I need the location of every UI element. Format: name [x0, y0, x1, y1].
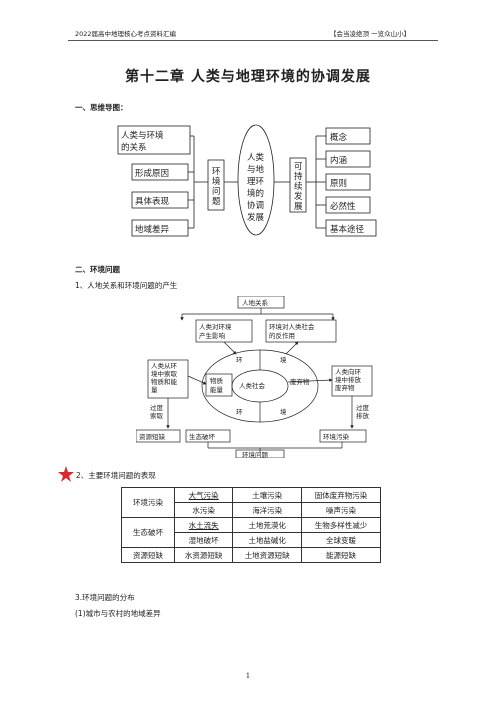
table-cell: 固体废弃物污染 [301, 487, 381, 503]
table-category-pollution: 环境污染 [121, 487, 175, 518]
table-cell: 土壤污染 [232, 487, 303, 503]
table-cell: 土地盐碱化 [232, 532, 303, 548]
rd-over-discharge-2: 排放 [356, 411, 370, 420]
header-left: 2022届高中地理核心考点资料汇编 [75, 30, 177, 38]
relation-diagram: 人地关系 人类对环境 产生影响 环境对人类社会 的反作用 人类从环 境中索取 物… [136, 296, 373, 458]
env-problem-table: 环境污染 大气污染 土壤污染 固体废弃物污染 水污染 海洋污染 噪声污染 生态破… [121, 487, 381, 563]
mm-sus-5: 展 [294, 202, 303, 212]
rd-take-4: 量 [151, 386, 158, 394]
mm-env-4: 题 [212, 197, 221, 207]
mm-center-6: 发展 [247, 212, 265, 223]
item3-text: 3.环境问题的分布 [75, 593, 135, 602]
rd-discharge-3: 废弃物 [335, 383, 355, 392]
table-cell: 噪声污染 [301, 502, 381, 518]
mm-sus-4: 发 [294, 191, 303, 202]
page-title: 第十二章 人类与地理环境的协调发展 [125, 69, 371, 85]
mm-sus-3: 续 [294, 181, 303, 192]
rd-effect-1: 人类对环境 [199, 322, 232, 331]
mm-right-4: 必然性 [330, 201, 356, 212]
table-cell: 海洋污染 [232, 502, 303, 518]
item2-text: 2、主要环境问题的表现 [76, 471, 156, 480]
table-cell: 土地资源短缺 [232, 547, 303, 563]
mm-env-2: 境 [212, 176, 221, 187]
table-cell: 大气污染 [173, 487, 234, 503]
rd-resource-short: 资源短缺 [139, 432, 166, 441]
rd-take-1: 人类从环 [151, 361, 178, 370]
rd-reaction-2: 的反作用 [269, 331, 295, 340]
mm-center-5: 协调 [247, 200, 264, 211]
section2-heading: 二、环境问题 [75, 265, 120, 274]
rd-over-take-2: 索取 [150, 411, 164, 420]
rd-eco-damage: 生态破坏 [189, 432, 216, 441]
mm-left-2: 形成原因 [135, 168, 169, 179]
rd-material-1: 物质 [210, 376, 224, 385]
mm-left-1b: 的关系 [121, 142, 147, 153]
rd-env-pollution: 环境污染 [323, 432, 350, 441]
rd-ring-bottom-2: 境 [280, 407, 287, 416]
rd-discharge-2: 境中排放 [335, 375, 362, 384]
rd-ring-top-2: 境 [280, 355, 287, 364]
rd-take-3: 物质和能 [151, 377, 178, 386]
header-rule [68, 40, 438, 41]
rd-ring-bottom-1: 环 [236, 408, 243, 416]
mm-left-1a: 人类与环境 [121, 130, 164, 141]
rd-discharge-1: 人类向环 [335, 367, 362, 376]
table-cell: 水资源短缺 [173, 547, 234, 563]
table-cell: 全球变暖 [301, 532, 381, 548]
mm-right-2: 内涵 [330, 155, 347, 166]
mm-left-3: 具体表现 [135, 196, 170, 207]
mm-env-3: 问 [212, 187, 221, 197]
item3-sub-text: (1)城市与农村的地域差异 [75, 609, 161, 618]
mm-right-1: 概念 [330, 132, 348, 143]
rd-waste: 废弃物 [290, 377, 310, 386]
mm-sus-2: 持 [294, 171, 303, 182]
mm-center-3: 理环 [247, 177, 265, 187]
table-cell: 湿地破坏 [173, 532, 234, 548]
rd-effect-2: 产生影响 [199, 331, 226, 340]
mm-center-2: 与地 [247, 164, 265, 175]
rd-over-discharge-1: 过度 [356, 403, 370, 412]
rd-top: 人地关系 [242, 298, 269, 307]
rd-take-2: 境中索取 [151, 369, 178, 378]
mm-right-3: 原则 [330, 178, 347, 189]
mm-center-1: 人类 [247, 152, 265, 163]
rd-bottom: 环境问题 [242, 450, 269, 458]
table-category-eco: 生态破坏 [121, 517, 175, 548]
mm-center-4: 境的 [247, 188, 264, 199]
header-right: 【会当凌绝顶 一览众山小】 [330, 30, 411, 38]
table-cell: 生物多样性减少 [301, 517, 381, 533]
mm-right-5: 基本途径 [330, 224, 365, 235]
rd-ring-top-1: 环 [236, 356, 243, 364]
rd-material-2: 能量 [210, 385, 224, 394]
mm-left-4: 地域差异 [135, 224, 170, 235]
rd-reaction-1: 环境对人类社会 [269, 322, 315, 331]
rd-over-take-1: 过度 [150, 403, 164, 412]
table-cell: 水土流失 [173, 517, 234, 533]
item1-text: 1、人地关系和环境问题的产生 [75, 281, 178, 290]
table-cell: 能源短缺 [301, 547, 381, 563]
page-number: 1 [245, 672, 251, 680]
mind-map: 人类与环境 的关系 形成原因 具体表现 地域差异 环 境 问 题 人类 与地 理… [117, 124, 377, 237]
star-icon [58, 466, 74, 482]
rd-society: 人类社会 [239, 381, 266, 390]
table-cell: 土地荒漠化 [232, 517, 303, 533]
section1-heading: 一、思维导图： [75, 103, 128, 112]
mm-env-1: 环 [212, 167, 221, 177]
table-category-resource: 资源短缺 [121, 547, 175, 563]
mm-sus-1: 可 [294, 162, 303, 172]
table-cell: 水污染 [173, 502, 234, 518]
